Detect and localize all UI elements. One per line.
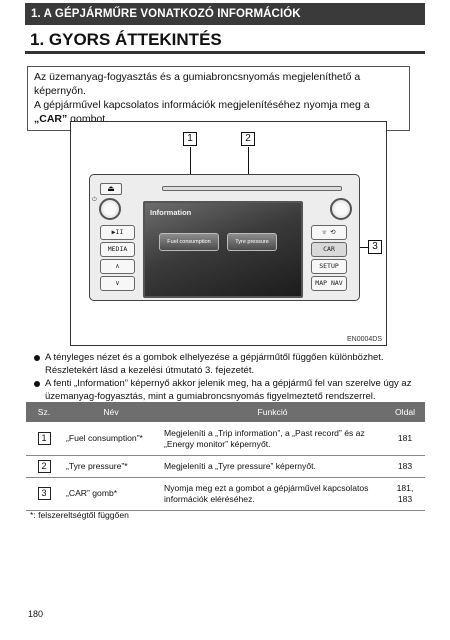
header-number: Sz.	[26, 402, 62, 423]
footnote: *: felszereltségtől függően	[30, 510, 129, 520]
display-screen: Information Fuel consumption Tyre pressu…	[143, 201, 303, 298]
bullet-icon	[34, 355, 40, 361]
row-name: „CAR” gomb*	[62, 477, 160, 511]
page-title: 1. GYORS ÁTTEKINTÉS	[25, 26, 425, 54]
row-page: 181	[385, 422, 425, 456]
row-number: 1	[37, 432, 51, 445]
section-header: 1. A GÉPJÁRMŰRE VONATKOZÓ INFORMÁCIÓK	[25, 3, 425, 25]
phone-button[interactable]: ☏ ⟲	[311, 225, 347, 240]
fuel-consumption-button[interactable]: Fuel consumption	[159, 233, 219, 251]
function-table: Sz. Név Funkció Oldal 1 „Fuel consumptio…	[26, 402, 425, 511]
head-unit: ⏏ ⏻ ▶II MEDIA ∧ ∨ Information Fuel consu…	[89, 174, 360, 301]
header-name: Név	[62, 402, 160, 423]
page-number: 180	[28, 609, 44, 619]
row-name: „Fuel consumption”*	[62, 422, 160, 456]
map-nav-button[interactable]: MAP NAV	[311, 276, 347, 291]
cd-slot	[162, 186, 342, 191]
table-row: 1 „Fuel consumption”* Megjeleníti a „Tri…	[26, 422, 425, 456]
header-page: Oldal	[385, 402, 425, 423]
callout-2: 2	[241, 132, 255, 146]
tune-scroll-knob[interactable]	[330, 198, 352, 220]
callout-3: 3	[368, 240, 382, 254]
play-pause-button[interactable]: ▶II	[100, 225, 135, 240]
seek-up-button[interactable]: ∧	[100, 259, 135, 274]
table-header-row: Sz. Név Funkció Oldal	[26, 402, 425, 423]
head-unit-figure: 1 2 3 ⏏ ⏻ ▶II MEDIA ∧ ∨ Information Fuel…	[70, 121, 387, 346]
tyre-pressure-button[interactable]: Tyre pressure	[227, 233, 277, 251]
setup-button[interactable]: SETUP	[311, 259, 347, 274]
table-row: 2 „Tyre pressure”* Megjeleníti a „Tyre p…	[26, 455, 425, 478]
row-page: 181, 183	[385, 477, 425, 511]
row-function: Megjeleníti a „Tyre pressure” képernyőt.	[160, 455, 385, 478]
row-page: 183	[385, 455, 425, 478]
notes-list: A tényleges nézet és a gombok elhelyezés…	[33, 352, 418, 404]
note-item: A fenti „Information” képernyő akkor jel…	[33, 378, 418, 403]
figure-code: EN0004DS	[346, 336, 382, 343]
row-number: 2	[37, 459, 51, 473]
row-function: Megjeleníti a „Trip information”, a „Pas…	[160, 422, 385, 456]
intro-line-1: Az üzemanyag-fogyasztás és a gumiabroncs…	[34, 71, 361, 97]
media-button[interactable]: MEDIA	[100, 242, 135, 257]
power-icon: ⏻	[92, 197, 97, 203]
power-volume-knob[interactable]	[99, 198, 121, 220]
car-keyword: „CAR”	[34, 113, 68, 125]
seek-down-button[interactable]: ∨	[100, 276, 135, 291]
header-function: Funkció	[160, 402, 385, 423]
row-number: 3	[37, 487, 51, 500]
bullet-icon	[34, 381, 40, 387]
table-row: 3 „CAR” gomb* Nyomja meg ezt a gombot a …	[26, 477, 425, 511]
car-button[interactable]: CAR	[311, 242, 347, 257]
eject-button[interactable]: ⏏	[100, 183, 122, 195]
row-name: „Tyre pressure”*	[62, 455, 160, 478]
note-item: A tényleges nézet és a gombok elhelyezés…	[33, 352, 418, 377]
callout-1: 1	[183, 132, 197, 146]
screen-title: Information	[150, 208, 192, 217]
row-function: Nyomja meg ezt a gombot a gépjárművel ka…	[160, 477, 385, 511]
